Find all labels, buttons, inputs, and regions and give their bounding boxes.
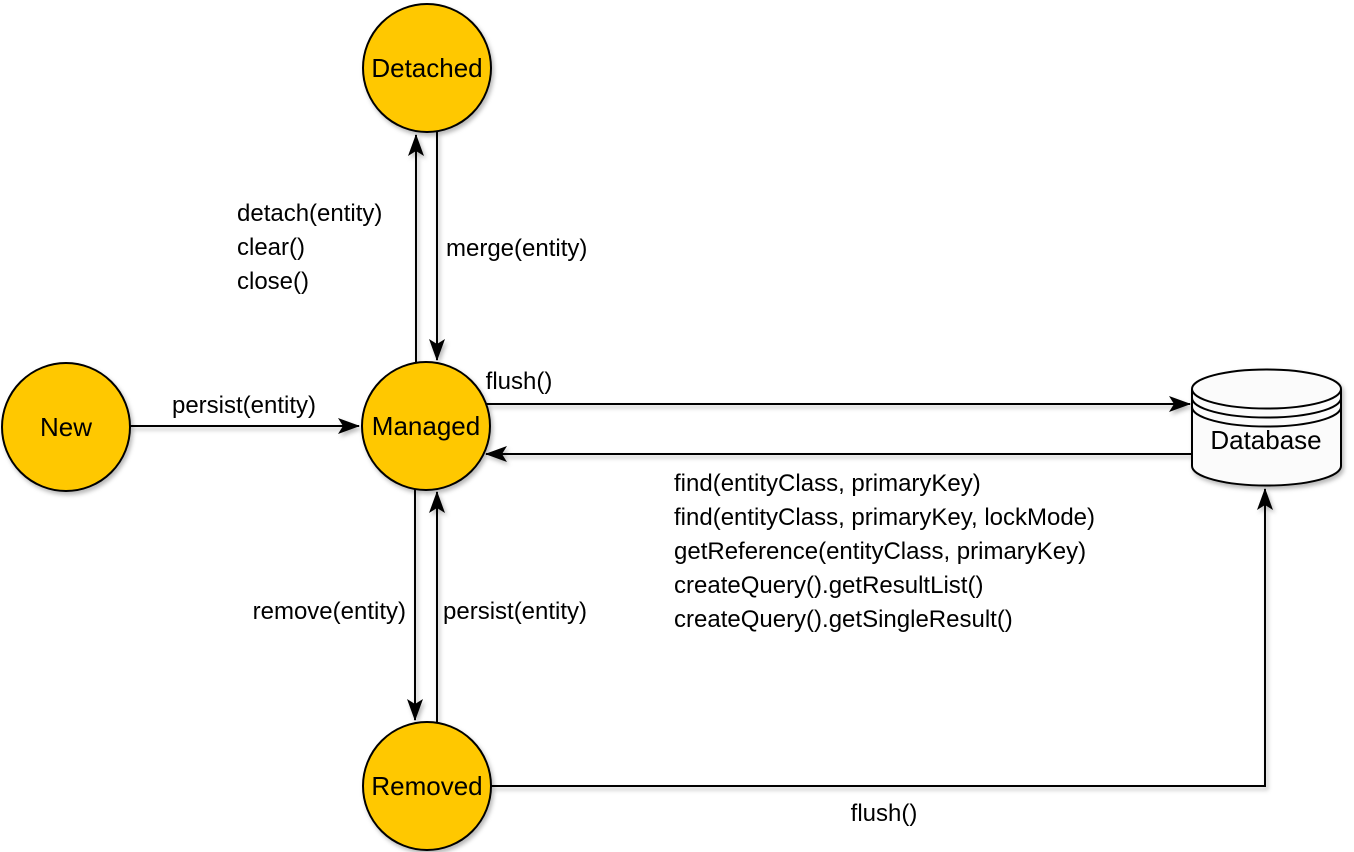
state-label-detached: Detached [371,53,482,83]
label-detach: detach(entity) [237,200,382,227]
label-flush-top: flush() [486,368,553,395]
state-label-removed: Removed [371,771,482,801]
label-merge: merge(entity) [446,235,587,262]
label-persist-removed-to-managed: persist(entity) [443,598,587,625]
state-node-removed [362,721,492,851]
label-flush-bottom: flush() [851,800,918,827]
label-clear: clear() [237,234,305,261]
label-find-lockmode: find(entityClass, primaryKey, lockMode) [674,504,1095,531]
label-find: find(entityClass, primaryKey) [674,470,981,497]
database-node: Database [1191,368,1342,487]
label-close: close() [237,268,309,295]
label-persist-new-to-managed: persist(entity) [172,392,316,419]
database-cylinder-rims [1191,388,1342,428]
state-nodes-group: Detached New Managed Removed [1,3,492,851]
state-label-managed: Managed [372,411,480,441]
state-node-new [1,362,131,492]
label-getreference: getReference(entityClass, primaryKey) [674,538,1086,565]
label-getsingleresult: createQuery().getSingleResult() [674,606,1013,633]
edge-removed-to-database [491,488,1273,787]
state-node-detached [362,3,492,133]
label-remove: remove(entity) [253,598,406,625]
edge-labels-group: persist(entity) detach(entity) clear() c… [172,200,1095,827]
state-node-managed [361,361,491,491]
edges-group [130,132,1273,787]
database-label: Database [1210,425,1321,455]
state-label-new: New [40,412,92,442]
label-getresultlist: createQuery().getResultList() [674,572,983,599]
